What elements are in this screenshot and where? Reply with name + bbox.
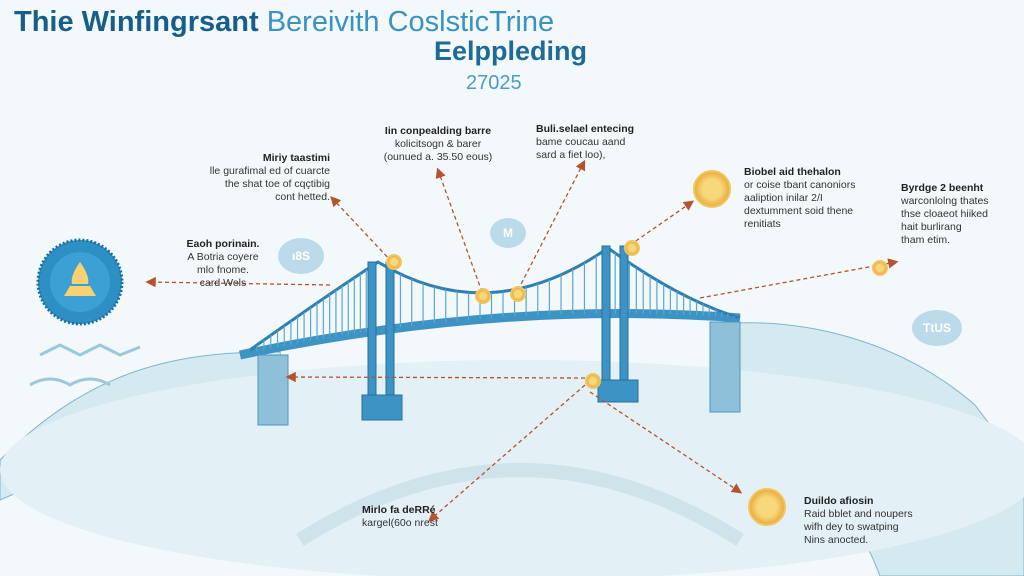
subtitle: Eelppleding xyxy=(434,36,588,66)
title-bold: Thie Winfingrsant xyxy=(14,6,259,38)
medal-icon xyxy=(693,170,731,208)
tower-left xyxy=(361,261,403,421)
speech-bubble: TtUS xyxy=(912,310,962,346)
marker-icon xyxy=(510,286,526,302)
medal-icon xyxy=(748,488,786,526)
marker-icon xyxy=(386,254,402,270)
callout-arrows xyxy=(145,159,899,522)
marker-icon xyxy=(585,373,601,389)
bridge-deck xyxy=(239,309,741,360)
right-anchor xyxy=(709,321,741,413)
left-anchor xyxy=(257,354,289,426)
speech-bubble: ı8S xyxy=(278,238,324,274)
page-title: Thie Winfingrsant Bereivith CoslsticTrin… xyxy=(14,6,554,39)
year: 27025 xyxy=(466,72,522,94)
speech-bubble: M xyxy=(490,218,526,248)
marker-icon xyxy=(475,288,491,304)
main-cable xyxy=(249,246,741,352)
title-light: Bereivith CoslsticTrine xyxy=(266,6,555,38)
reflection xyxy=(296,463,744,546)
marker-icon xyxy=(872,260,888,276)
waves xyxy=(29,343,141,387)
marker-icon xyxy=(624,240,640,256)
